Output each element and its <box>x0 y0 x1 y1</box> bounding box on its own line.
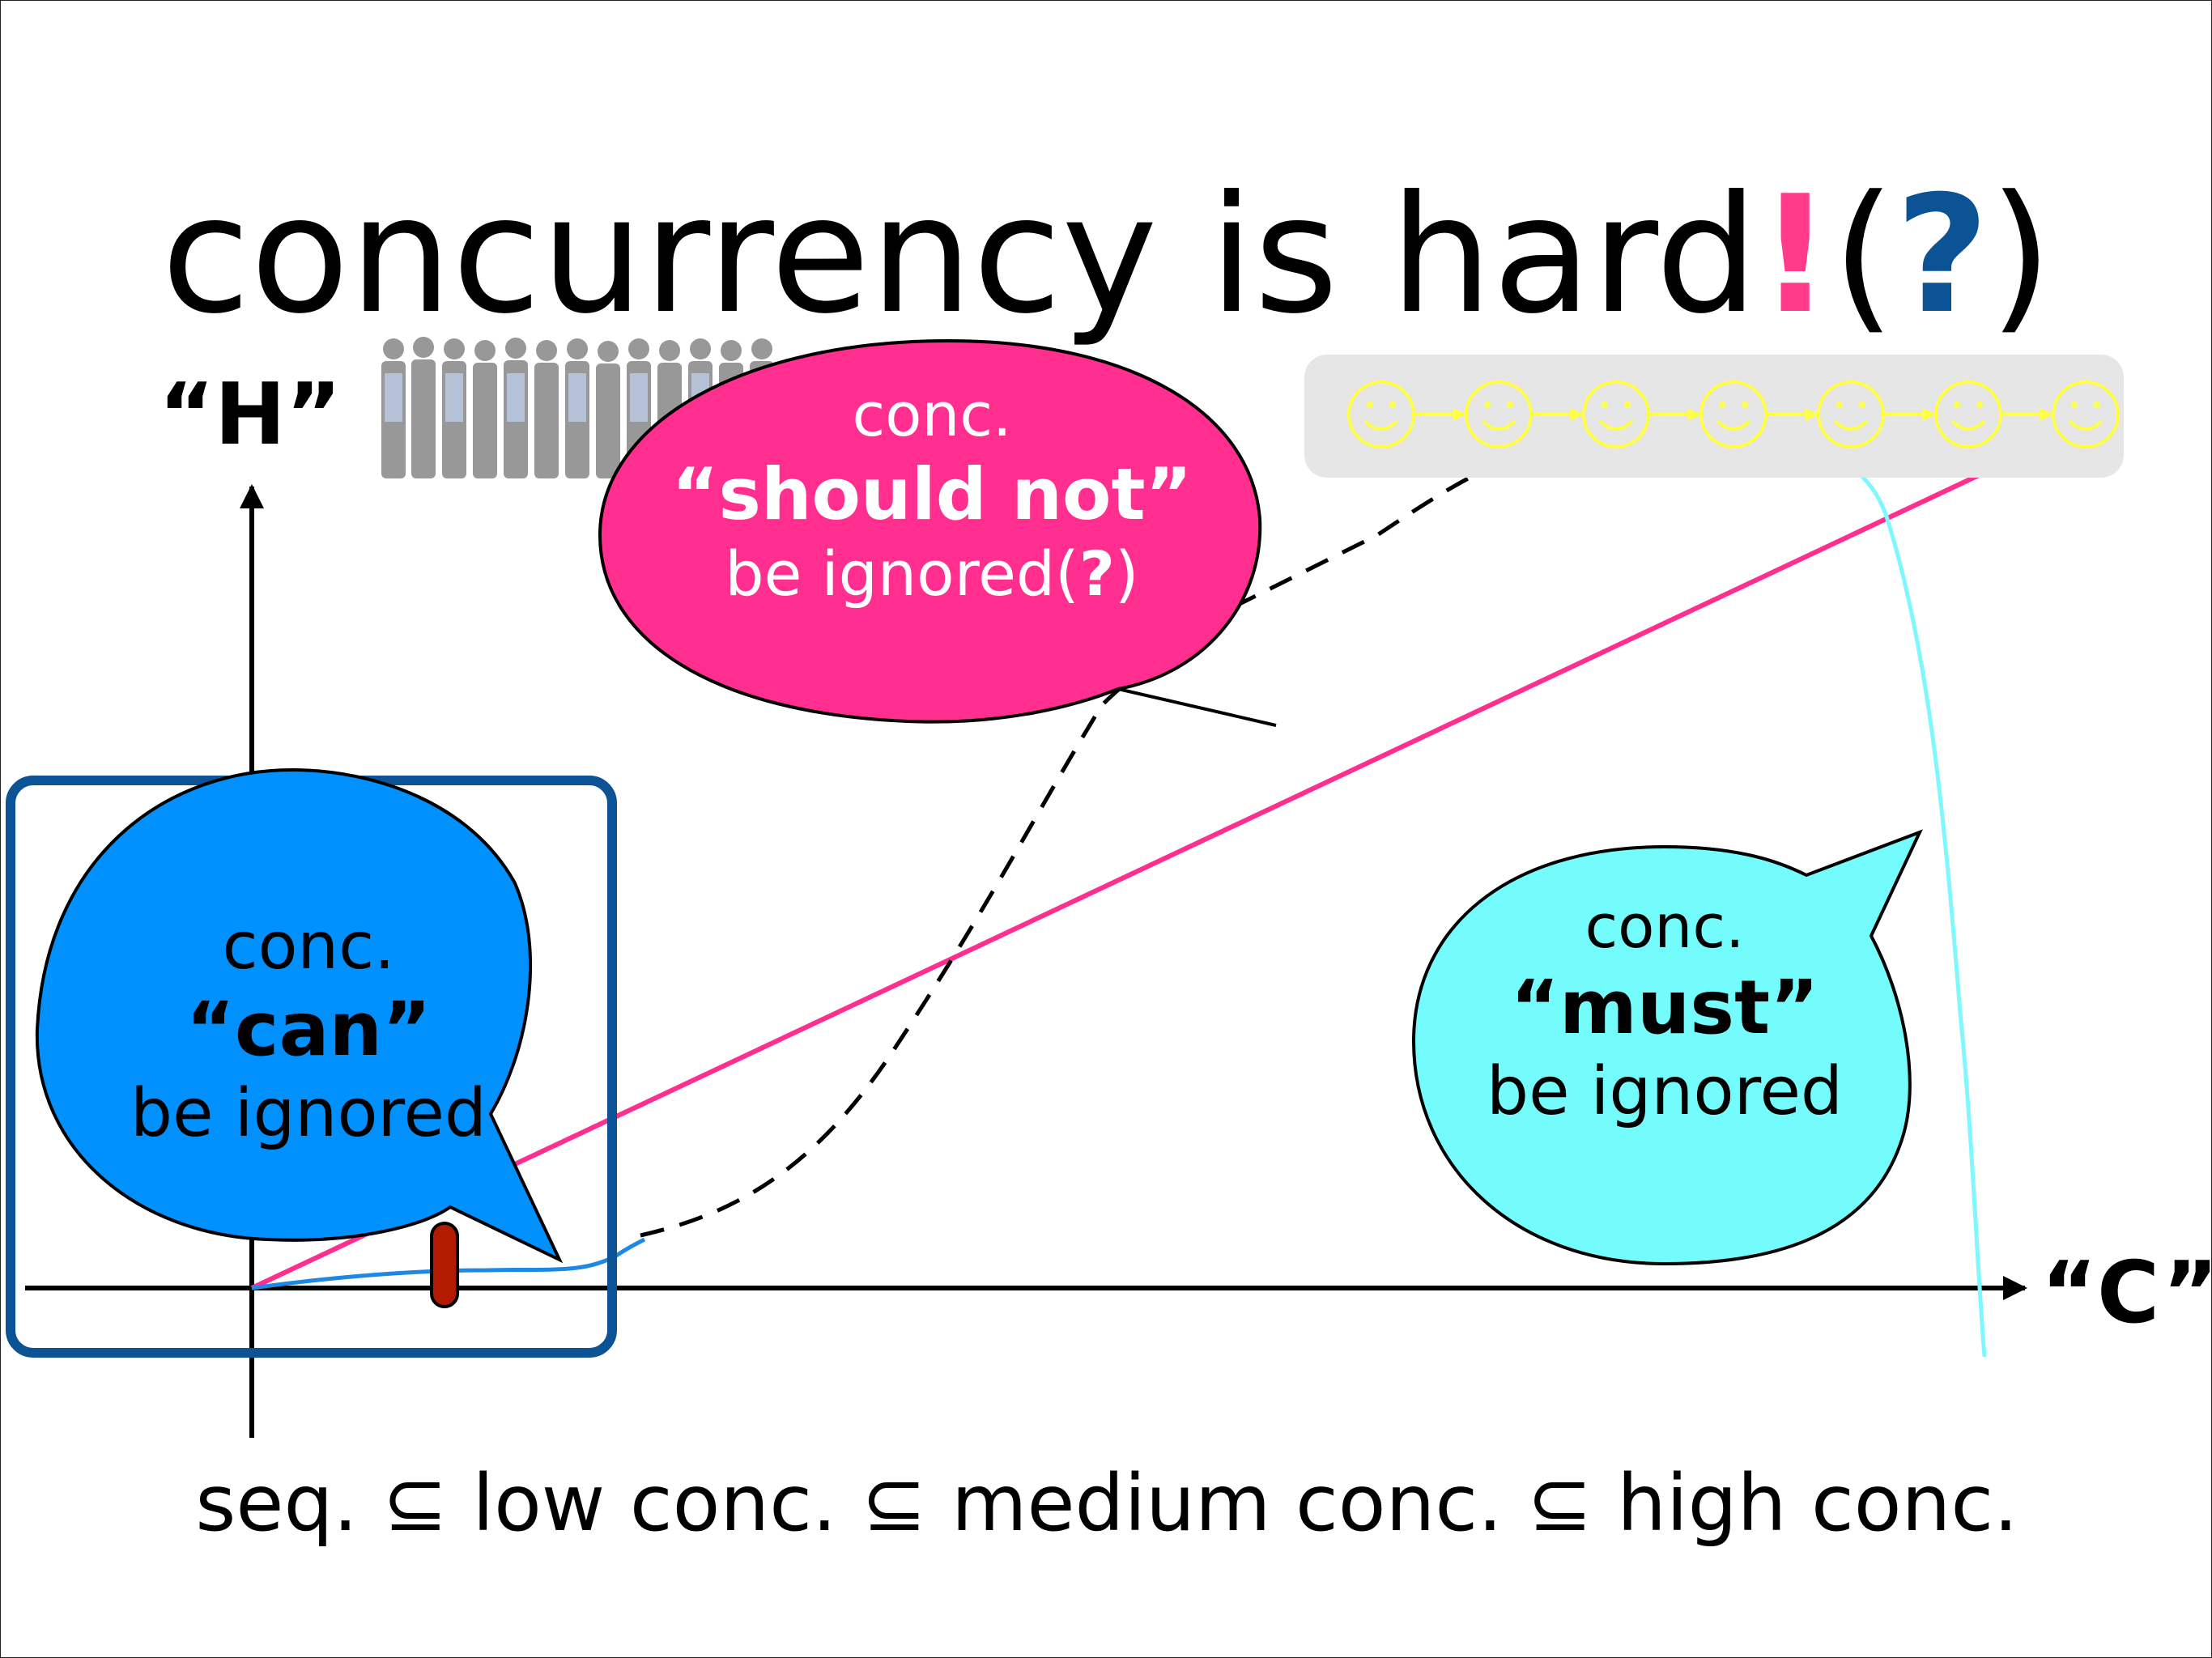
can-line2: “can” <box>185 986 432 1073</box>
should-not-bubble-text: conc. “should not” be ignored(?) <box>616 380 1248 611</box>
smiley-chain <box>1304 355 2124 478</box>
marker-pin-icon <box>430 1222 459 1308</box>
y-axis-label: “H” <box>159 365 342 464</box>
should-not-q: ? <box>1078 538 1115 610</box>
must-line2: “must” <box>1510 963 1819 1051</box>
should-not-line2: “should not” <box>671 452 1193 536</box>
cyan-line <box>1781 436 1987 1358</box>
title-question: ? <box>1895 161 1989 350</box>
footer-subset-chain: seq. ⊆ low conc. ⊆ medium conc. ⊆ high c… <box>195 1458 2018 1549</box>
must-bubble-text: conc. “must” be ignored <box>1426 891 1904 1133</box>
can-bubble <box>35 767 564 1264</box>
should-not-close: ) <box>1114 538 1139 610</box>
can-bubble-text: conc. “can” be ignored <box>74 908 543 1154</box>
should-not-line1: conc. <box>852 380 1012 450</box>
must-bubble <box>1411 829 1923 1266</box>
title-paren-close: ) <box>1989 161 2052 350</box>
can-line1: conc. <box>222 908 395 984</box>
should-not-bubble <box>598 338 1277 727</box>
title-paren-open: ( <box>1831 161 1895 350</box>
page-title: concurrency is hard!(?) <box>1 159 2211 353</box>
smiley-icon <box>1934 380 2002 449</box>
smiley-icon <box>2052 380 2120 449</box>
should-not-line3: be ignored( <box>725 538 1079 610</box>
can-line3: be ignored <box>130 1075 487 1153</box>
x-axis-label: “C” <box>2041 1244 2212 1342</box>
blue-curve <box>251 1237 646 1290</box>
title-main: concurrency is hard <box>161 161 1759 350</box>
pink-line <box>250 466 1994 1290</box>
must-line3: be ignored <box>1487 1053 1843 1131</box>
must-line1: conc. <box>1585 892 1745 962</box>
title-exclaim: ! <box>1758 161 1832 350</box>
